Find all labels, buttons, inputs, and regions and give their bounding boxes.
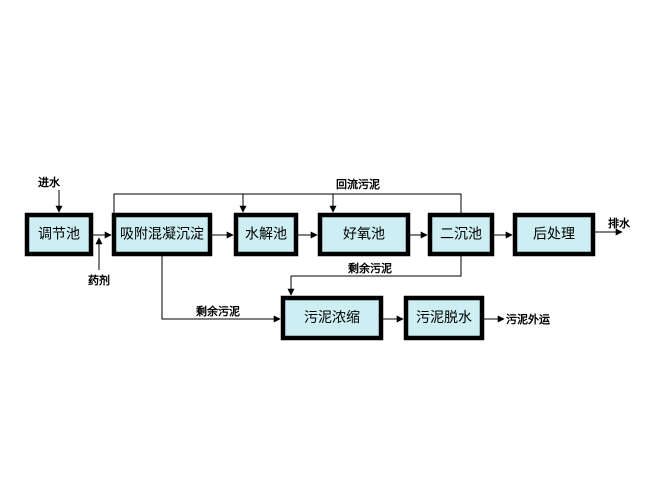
box-adsorption-coagulation: 吸附混凝沉淀: [111, 212, 213, 257]
box-aerobic-tank: 好氧池: [317, 212, 411, 257]
box-label-regulation-tank: 调节池: [38, 227, 80, 243]
box-label-adsorption-coagulation: 吸附混凝沉淀: [120, 227, 204, 243]
label-chemicals: 药剂: [88, 273, 110, 287]
label-return-sludge: 回流污泥: [336, 177, 380, 191]
box-label-post-treatment: 后处理: [533, 227, 575, 243]
line-excess-sludge-clarifier: [291, 256, 462, 277]
box-label-sludge-thickening: 污泥浓缩: [304, 310, 360, 326]
label-inflow: 进水: [38, 175, 61, 189]
box-regulation-tank: 调节池: [24, 212, 94, 257]
box-sludge-dewatering: 污泥脱水: [403, 295, 485, 341]
line-return-sludge: [113, 193, 462, 213]
box-label-sludge-dewatering: 污泥脱水: [416, 310, 472, 326]
box-label-hydrolysis-tank: 水解池: [245, 227, 287, 243]
line-excess-sludge-coagulation: [161, 256, 281, 323]
label-discharge: 排水: [608, 216, 631, 230]
box-post-treatment: 后处理: [512, 212, 596, 257]
box-label-secondary-clarifier: 二沉池: [440, 227, 482, 243]
label-excess-sludge-clarifier: 剩余污泥: [348, 261, 392, 275]
box-sludge-thickening: 污泥浓缩: [280, 295, 384, 341]
box-label-aerobic-tank: 好氧池: [343, 227, 385, 243]
label-excess-sludge-coagulation: 剩余污泥: [196, 304, 240, 318]
box-hydrolysis-tank: 水解池: [233, 212, 299, 257]
label-sludge-out: 污泥外运: [506, 312, 550, 326]
box-secondary-clarifier: 二沉池: [427, 212, 495, 257]
